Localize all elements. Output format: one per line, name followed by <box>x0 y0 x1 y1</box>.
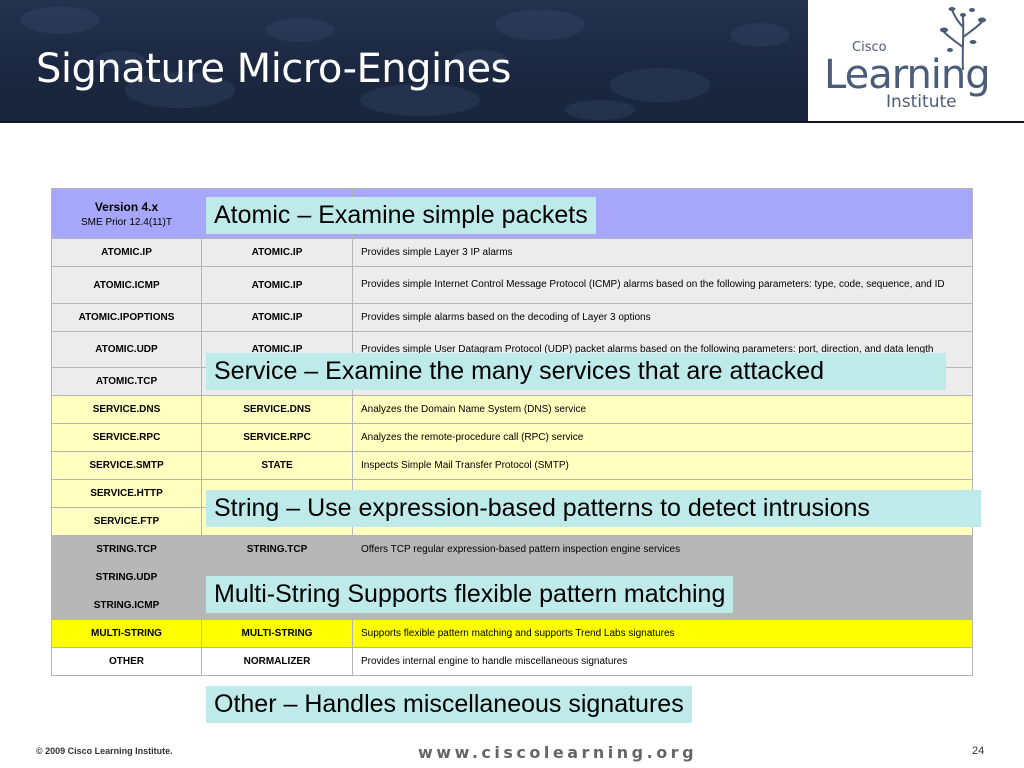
engine-description: Provides simple alarms based on the deco… <box>352 303 973 332</box>
footer-url: www.ciscolearning.org <box>418 743 698 762</box>
engine-description: Provides internal engine to handle misce… <box>352 647 973 676</box>
callout-multi-string: Multi-String Supports flexible pattern m… <box>206 576 734 613</box>
table-row: SERVICE.DNS SERVICE.DNS Analyzes the Dom… <box>51 395 973 424</box>
tree-icon <box>940 7 986 71</box>
engine-old: ATOMIC.TCP <box>51 367 202 396</box>
engine-old: SERVICE.RPC <box>51 423 202 452</box>
engine-new: ATOMIC.IP <box>201 238 353 267</box>
engine-new: ATOMIC.IP <box>201 303 353 332</box>
table-row: SERVICE.SMTP STATE Inspects Simple Mail … <box>51 451 973 480</box>
callout-other: Other – Handles miscellaneous signatures <box>206 686 692 723</box>
engine-old: STRING.ICMP <box>51 591 202 620</box>
callout-service: Service – Examine the many services that… <box>206 353 946 390</box>
engine-old: OTHER <box>51 647 202 676</box>
cisco-learning-logo: Cisco Learning Institute <box>808 0 1024 123</box>
engine-description: Analyzes the remote-procedure call (RPC)… <box>352 423 973 452</box>
engine-old: SERVICE.HTTP <box>51 479 202 508</box>
engine-old: MULTI-STRING <box>51 619 202 648</box>
engine-new: MULTI-STRING <box>201 619 353 648</box>
engine-old: SERVICE.FTP <box>51 507 202 536</box>
engine-new: SERVICE.RPC <box>201 423 353 452</box>
engine-old: ATOMIC.IP <box>51 238 202 267</box>
callout-string: String – Use expression-based patterns t… <box>206 490 981 527</box>
engine-new: STATE <box>201 451 353 480</box>
header-sme: SME Prior 12.4(11)T <box>81 216 172 228</box>
logo-learning-text: Learning <box>824 52 991 98</box>
engine-old: ATOMIC.UDP <box>51 331 202 368</box>
table-row: MULTI-STRING MULTI-STRING Supports flexi… <box>51 619 973 648</box>
header-divider <box>0 121 1024 123</box>
table-row: SERVICE.RPC SERVICE.RPC Analyzes the rem… <box>51 423 973 452</box>
engine-old: SERVICE.SMTP <box>51 451 202 480</box>
engine-new: STRING.TCP <box>201 535 353 564</box>
engine-old: ATOMIC.ICMP <box>51 266 202 304</box>
page-number: 24 <box>972 745 985 757</box>
engine-new: NORMALIZER <box>201 647 353 676</box>
engine-description: Inspects Simple Mail Transfer Protocol (… <box>352 451 973 480</box>
engine-old: STRING.TCP <box>51 535 202 564</box>
footer-copyright: © 2009 Cisco Learning Institute. <box>36 746 173 756</box>
engine-description: Offers TCP regular expression-based patt… <box>352 535 973 564</box>
header-version: Version 4.x <box>94 199 159 214</box>
logo-institute-text: Institute <box>886 92 957 112</box>
engine-description: Supports flexible pattern matching and s… <box>352 619 973 648</box>
header-cell-3 <box>352 188 973 239</box>
engine-old: ATOMIC.IPOPTIONS <box>51 303 202 332</box>
slide-header: Signature Micro-Engines Cisco Learning I… <box>0 0 1024 123</box>
table-row: ATOMIC.IP ATOMIC.IP Provides simple Laye… <box>51 238 973 267</box>
header-texture <box>20 6 790 120</box>
header-cell-version: Version 4.x SME Prior 12.4(11)T <box>51 188 202 239</box>
slide-title: Signature Micro-Engines <box>36 46 511 92</box>
engine-new: SERVICE.DNS <box>201 395 353 424</box>
table-row: ATOMIC.ICMP ATOMIC.IP Provides simple In… <box>51 266 973 304</box>
table-row: STRING.TCP STRING.TCP Offers TCP regular… <box>51 535 973 564</box>
engine-description: Provides simple Internet Control Message… <box>352 266 973 304</box>
engine-old: SERVICE.DNS <box>51 395 202 424</box>
table-row: ATOMIC.IPOPTIONS ATOMIC.IP Provides simp… <box>51 303 973 332</box>
engine-description: Analyzes the Domain Name System (DNS) se… <box>352 395 973 424</box>
engine-description: Provides simple Layer 3 IP alarms <box>352 238 973 267</box>
callout-atomic: Atomic – Examine simple packets <box>206 197 596 234</box>
table-row: OTHER NORMALIZER Provides internal engin… <box>51 647 973 676</box>
logo-cisco-text: Cisco <box>852 40 887 55</box>
engine-new: ATOMIC.IP <box>201 266 353 304</box>
engine-old: STRING.UDP <box>51 563 202 592</box>
